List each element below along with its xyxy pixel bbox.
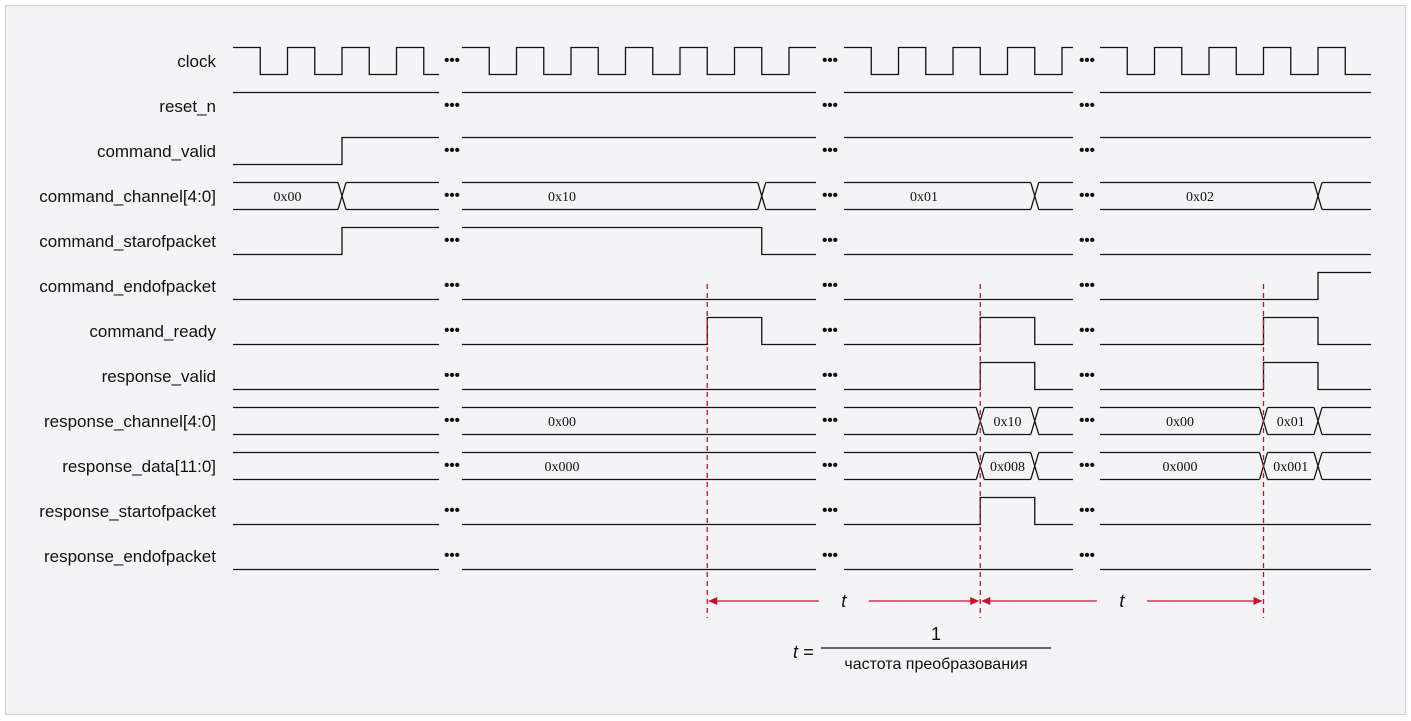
period-label: t xyxy=(1119,591,1125,611)
clock-wave xyxy=(1100,46,1371,76)
period-label: t xyxy=(841,591,847,611)
signal-label-response_valid: response_valid xyxy=(102,367,216,386)
gap-marker: ••• xyxy=(444,187,460,204)
bus-transition-command_channel xyxy=(337,182,347,210)
timing-diagram: clock reset_n command_valid command_channel… xyxy=(39,46,1371,673)
gap-marker: ••• xyxy=(1079,457,1095,474)
arrowhead-right xyxy=(1253,597,1263,605)
bus-value-command_channel: 0x02 xyxy=(1186,190,1214,205)
bus-value-response_data: 0x001 xyxy=(1273,460,1308,475)
signal-label-response_startofpacket: response_startofpacket xyxy=(39,502,216,521)
gap-marker: ••• xyxy=(822,457,838,474)
wave-command_ready xyxy=(844,316,1073,346)
waveforms: 0x00 0x10 0x01 0x02 0x00 0x10 0x00 0x01 0x000 0x0… xyxy=(233,46,1371,571)
arrowhead-left xyxy=(981,597,991,605)
bus-transition-response_channel xyxy=(1030,407,1040,435)
gap-marker: ••• xyxy=(444,232,460,249)
gap-marker: ••• xyxy=(444,142,460,159)
gap-marker: ••• xyxy=(822,412,838,429)
bus-value-response_data: 0x000 xyxy=(1163,460,1198,475)
gap-marker: ••• xyxy=(822,232,838,249)
gap-marker: ••• xyxy=(444,457,460,474)
gap-marker: ••• xyxy=(444,277,460,294)
signal-label-reset_n: reset_n xyxy=(159,97,216,116)
bus-value-command_channel: 0x00 xyxy=(274,190,302,205)
gap-marker: ••• xyxy=(444,547,460,564)
wave-response_startofpacket xyxy=(844,496,1073,526)
bus-transition-response_channel xyxy=(1313,407,1323,435)
bus-value-command_channel: 0x10 xyxy=(548,190,576,205)
time-gap-markers: ••• ••• ••• ••• ••• ••• ••• ••• ••• ••• ••• ••• ••• •… xyxy=(444,52,1095,564)
gap-marker: ••• xyxy=(1079,232,1095,249)
formula-denominator: частота преобразования xyxy=(844,656,1027,673)
signal-label-command_startofpacket: command_starofpacket xyxy=(39,232,216,251)
gap-marker: ••• xyxy=(822,187,838,204)
gap-marker: ••• xyxy=(822,502,838,519)
gap-marker: ••• xyxy=(822,322,838,339)
clock-wave xyxy=(233,46,439,76)
gap-marker: ••• xyxy=(444,322,460,339)
signal-label-command_channel: command_channel[4:0] xyxy=(39,187,216,206)
bus-transition-command_channel xyxy=(1313,182,1323,210)
gap-marker: ••• xyxy=(822,97,838,114)
bus-transition-response_data xyxy=(1030,452,1040,480)
gap-marker: ••• xyxy=(822,547,838,564)
arrowhead-left xyxy=(708,597,718,605)
gap-marker: ••• xyxy=(444,367,460,384)
wave-command_ready xyxy=(462,316,816,346)
signal-label-response_data: response_data[11:0] xyxy=(62,457,216,476)
signal-label-command_endofpacket: command_endofpacket xyxy=(39,277,216,296)
gap-marker: ••• xyxy=(1079,52,1095,69)
wave-command_startofpacket xyxy=(233,226,439,256)
signal-label-command_ready: command_ready xyxy=(89,322,216,341)
gap-marker: ••• xyxy=(444,52,460,69)
diagram-frame: clock reset_n command_valid command_channel… xyxy=(5,5,1406,715)
gap-marker: ••• xyxy=(1079,322,1095,339)
bus-value-response_channel: 0x00 xyxy=(548,415,576,430)
bus-value-response_channel: 0x00 xyxy=(1166,415,1194,430)
formula-numerator: 1 xyxy=(931,624,941,644)
formula-lhs: t = xyxy=(793,642,814,662)
gap-marker: ••• xyxy=(1079,412,1095,429)
bus-value-response_data: 0x008 xyxy=(990,460,1025,475)
signal-label-clock: clock xyxy=(177,52,216,71)
gap-marker: ••• xyxy=(444,412,460,429)
gap-marker: ••• xyxy=(822,367,838,384)
bus-transition-command_channel xyxy=(757,182,767,210)
gap-marker: ••• xyxy=(822,52,838,69)
bus-value-response_channel: 0x01 xyxy=(1277,415,1305,430)
gap-marker: ••• xyxy=(444,502,460,519)
wave-response_valid xyxy=(1100,361,1371,391)
gap-marker: ••• xyxy=(1079,97,1095,114)
gap-marker: ••• xyxy=(444,97,460,114)
gap-marker: ••• xyxy=(822,277,838,294)
wave-command_valid xyxy=(233,136,439,166)
arrowhead-right xyxy=(970,597,980,605)
bus-transition-response_data xyxy=(1313,452,1323,480)
bus-value-command_channel: 0x01 xyxy=(910,190,938,205)
wave-response_valid xyxy=(844,361,1073,391)
wave-command_startofpacket xyxy=(462,226,816,256)
gap-marker: ••• xyxy=(822,142,838,159)
wave-command_endofpacket xyxy=(1100,271,1371,301)
bus-value-response_data: 0x000 xyxy=(545,460,580,475)
gap-marker: ••• xyxy=(1079,367,1095,384)
clock-wave xyxy=(844,46,1073,76)
wave-command_ready xyxy=(1100,316,1371,346)
signal-label-response_endofpacket: response_endofpacket xyxy=(44,547,216,566)
signal-label-response_channel: response_channel[4:0] xyxy=(44,412,216,431)
clock-wave xyxy=(462,46,816,76)
gap-marker: ••• xyxy=(1079,502,1095,519)
signal-labels: clock reset_n command_valid command_channel… xyxy=(39,52,216,566)
gap-marker: ••• xyxy=(1079,142,1095,159)
bus-transition-command_channel xyxy=(1030,182,1040,210)
gap-marker: ••• xyxy=(1079,547,1095,564)
signal-label-command_valid: command_valid xyxy=(97,142,216,161)
frequency-formula: t = 1 частота преобразования xyxy=(793,624,1051,673)
gap-marker: ••• xyxy=(1079,187,1095,204)
gap-marker: ••• xyxy=(1079,277,1095,294)
bus-value-response_channel: 0x10 xyxy=(994,415,1022,430)
